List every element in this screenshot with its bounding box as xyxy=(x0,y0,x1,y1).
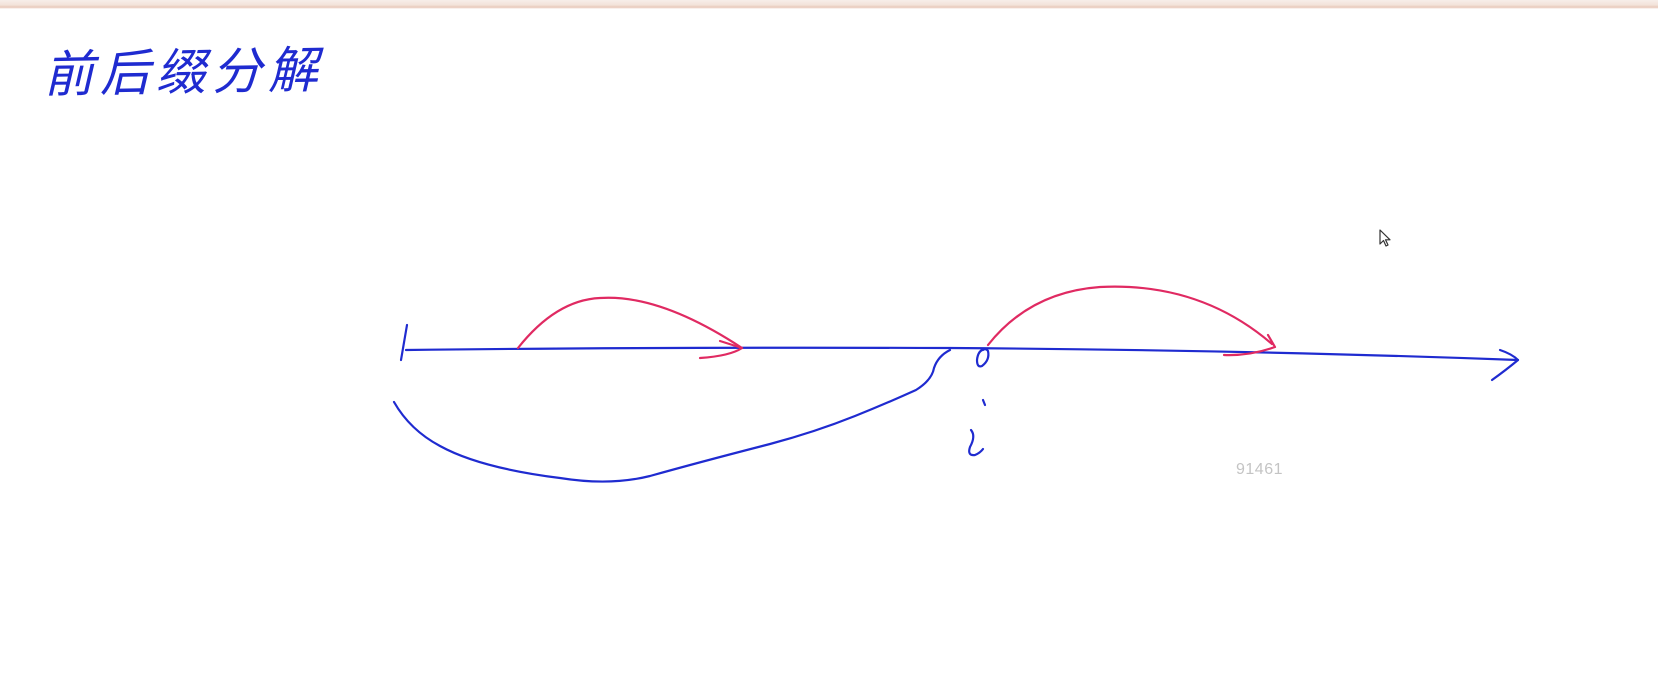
position-marker-circle xyxy=(975,347,990,368)
right-arrowhead xyxy=(1490,348,1520,382)
left-end-tick xyxy=(399,323,409,362)
number-line xyxy=(404,346,1520,362)
prefix-red-arc xyxy=(516,296,744,350)
watermark-text: 91461 xyxy=(1236,461,1283,478)
window-top-border xyxy=(0,0,1658,9)
position-label-i: i xyxy=(968,398,987,457)
suffix-red-arrowhead xyxy=(1222,333,1277,357)
prefix-span-curve xyxy=(392,348,952,483)
title-handwritten: 前后缀分解 xyxy=(43,41,325,104)
prefix-red-arrowhead xyxy=(698,339,744,360)
suffix-red-arc xyxy=(986,285,1274,347)
mouse-cursor-icon xyxy=(1379,229,1391,247)
